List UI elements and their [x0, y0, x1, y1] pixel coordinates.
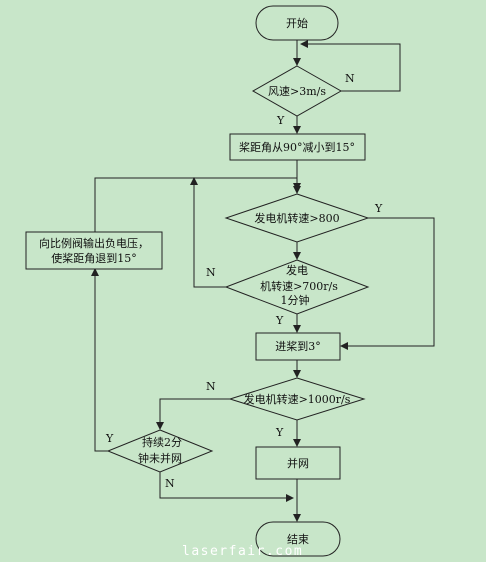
process-feather-3-label: 进桨到3° — [275, 339, 321, 353]
label-gen1000-yes: Y — [275, 426, 284, 439]
edge-gen800-yes — [340, 217, 435, 350]
end-label: 结束 — [287, 533, 309, 546]
label-gen700-no: N — [206, 266, 216, 279]
process-reverse-voltage-label-1: 向比例阀输出负电压， — [39, 236, 149, 250]
process-reverse-voltage-label-2: 使桨距角退到15° — [51, 251, 137, 265]
label-gen700-yes: Y — [275, 314, 284, 327]
label-wind-yes: Y — [276, 114, 285, 127]
process-reverse-voltage — [25, 231, 163, 270]
label-sustain-no: N — [165, 477, 175, 490]
decision-gen-speed-800-label: 发电机转速>800 — [254, 211, 339, 225]
process-grid-connect — [255, 446, 341, 480]
edge-gen700-no — [190, 177, 226, 288]
edge-wind-no-loop — [300, 40, 401, 92]
decision-sustain-label-1: 持续2分 — [142, 435, 182, 449]
start-label: 开始 — [286, 16, 308, 30]
watermark-text: laserfair.com — [182, 544, 303, 559]
edge-sustain-no — [159, 472, 294, 502]
edge-reverse-loop — [94, 177, 301, 232]
end-terminator — [255, 521, 341, 557]
process-grid-connect-label: 并网 — [287, 456, 309, 470]
label-gen800-yes: Y — [374, 202, 383, 215]
decision-gen-speed-700-label-2: 机转速>700r/s — [260, 279, 338, 293]
process-pitch-reduce-label: 桨距角从90°减小到15° — [239, 140, 355, 154]
label-sustain-yes: Y — [105, 432, 114, 445]
label-gen1000-no: N — [206, 380, 216, 393]
decision-wind-speed-label: 风速>3m/s — [268, 85, 326, 98]
decision-sustain-label-2: 钟未并网 — [138, 451, 182, 465]
decision-gen-speed-700-label-1: 发电 — [286, 263, 308, 277]
label-wind-no: N — [345, 72, 355, 85]
process-feather-3 — [255, 332, 341, 361]
edge-sustain-yes — [91, 268, 108, 452]
decision-gen-speed-1000-label: 发电机转速>1000r/s — [244, 392, 351, 406]
edge-gen1000-no — [156, 398, 230, 430]
decision-gen-speed-700-label-3: 1分钟 — [281, 293, 310, 307]
